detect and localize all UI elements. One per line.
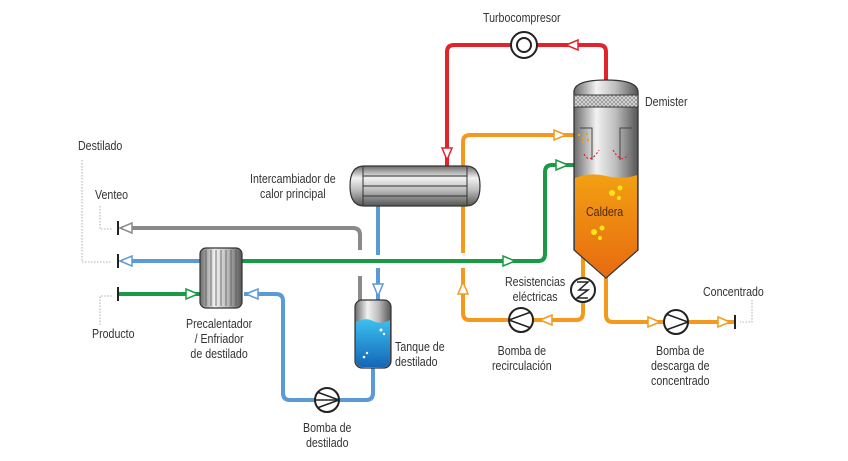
product-arrow-2 bbox=[502, 254, 517, 268]
label-demister: Demister bbox=[645, 95, 688, 109]
label-line: Precalentador bbox=[186, 317, 253, 331]
distillate-tank bbox=[354, 299, 392, 369]
product-arrow-3 bbox=[555, 158, 570, 172]
label-line: destilado bbox=[305, 436, 349, 450]
evaporator-vessel bbox=[573, 79, 639, 279]
label-tanque: Tanque de destilado bbox=[395, 340, 445, 370]
recirculation-pump-icon bbox=[508, 307, 534, 333]
label-line: Bomba de bbox=[656, 344, 705, 358]
distillate-arrow-1 bbox=[118, 254, 133, 268]
recirculation-arrow-2 bbox=[456, 280, 470, 295]
label-line: recirculación bbox=[492, 359, 552, 373]
label-line: de destilado bbox=[190, 347, 248, 361]
label-destilado: Destilado bbox=[78, 139, 123, 153]
concentrate-arrow-1 bbox=[647, 315, 662, 329]
label-line: / Enfriador bbox=[194, 332, 244, 346]
label-line: descarga de bbox=[651, 359, 710, 373]
distillate-pipe bbox=[122, 205, 380, 402]
label-precalentador: Precalentador / Enfriador de destilado bbox=[186, 317, 252, 362]
electric-heater-icon bbox=[570, 277, 596, 303]
label-line: eléctricas bbox=[512, 290, 558, 304]
label-line: Tanque de bbox=[395, 340, 445, 354]
label-line: destilado bbox=[395, 355, 438, 369]
concentrate-arrow-2 bbox=[717, 315, 732, 329]
concentrate-pump-icon bbox=[663, 309, 689, 335]
distillate-pump-icon bbox=[314, 387, 340, 413]
label-concentrado: Concentrado bbox=[703, 285, 764, 299]
preheater-cooler bbox=[199, 247, 243, 309]
label-line: concentrado bbox=[651, 374, 710, 388]
concentrate-pipe bbox=[604, 276, 734, 324]
vent-pipe bbox=[122, 226, 362, 304]
vapor-arrow-1 bbox=[564, 38, 579, 52]
demister bbox=[573, 94, 639, 108]
label-line: calor principal bbox=[260, 187, 326, 201]
distillate-arrow-3 bbox=[244, 287, 259, 301]
label-line: Bomba de bbox=[303, 421, 352, 435]
label-bomba-descarga: Bomba de descarga de concentrado bbox=[651, 344, 709, 389]
turbocompressor-icon bbox=[510, 31, 538, 59]
label-bomba-recirculacion: Bomba de recirculación bbox=[492, 344, 552, 374]
label-turbocompresor: Turbocompresor bbox=[483, 11, 561, 25]
label-resistencias: Resistencias eléctricas bbox=[505, 275, 565, 305]
label-caldera: Caldera bbox=[586, 205, 624, 219]
vent-arrow bbox=[118, 221, 133, 235]
label-line: Intercambiador de bbox=[250, 172, 336, 186]
main-heat-exchanger bbox=[349, 165, 481, 207]
leader-lines bbox=[81, 160, 753, 325]
vapor-arrow-2 bbox=[440, 147, 454, 162]
label-venteo: Venteo bbox=[95, 188, 129, 202]
label-bomba-destilado: Bomba de destilado bbox=[303, 421, 351, 451]
recirculation-arrow-3 bbox=[538, 313, 553, 327]
product-arrow-1 bbox=[185, 287, 200, 301]
label-intercambiador: Intercambiador de calor principal bbox=[250, 172, 336, 202]
label-line: Resistencias bbox=[505, 275, 566, 289]
distillate-arrow-2 bbox=[371, 283, 385, 298]
label-producto: Producto bbox=[92, 327, 135, 341]
recirculation-arrow-1 bbox=[553, 128, 568, 142]
label-line: Bomba de bbox=[497, 344, 547, 358]
